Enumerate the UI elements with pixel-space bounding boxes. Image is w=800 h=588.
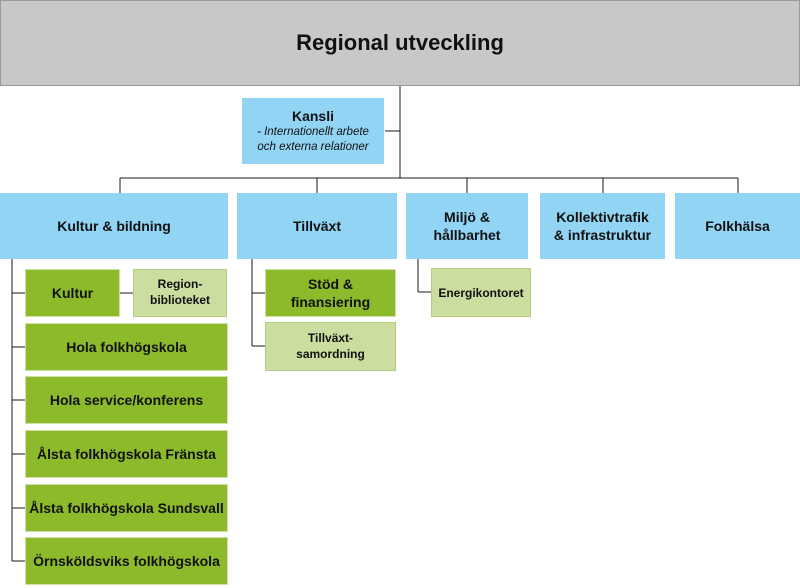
kansli-subtitle: - Internationellt arbete och externa rel…: [257, 126, 369, 153]
kansli-title: Kansli: [291, 107, 334, 124]
dept-kultur-bildning: Kultur & bildning: [0, 193, 228, 259]
unit-tillvaxtsamordning: Tillväxt- samordning: [265, 322, 396, 371]
kansli-node: Kansli - Internationellt arbete och exte…: [242, 98, 384, 164]
unit-regionbiblioteket: Region- biblioteket: [133, 269, 227, 317]
top-node: Regional utveckling: [0, 0, 800, 86]
dept-folkhalsa: Folkhälsa: [675, 193, 800, 259]
unit-energikontoret: Energikontoret: [431, 268, 531, 317]
dept-miljo-hallbarhet: Miljö & hållbarhet: [406, 193, 528, 259]
unit-hola-folkhogskola: Hola folkhögskola: [25, 323, 228, 371]
unit-hola-service: Hola service/konferens: [25, 376, 228, 424]
unit-alsta-franska: Ålsta folkhögskola Fränsta: [25, 430, 228, 478]
dept-kollektivtrafik: Kollektivtrafik & infrastruktur: [540, 193, 665, 259]
unit-ornskoldsvik: Örnsköldsviks folkhögskola: [25, 537, 228, 585]
unit-alsta-sundsvall: Ålsta folkhögskola Sundsvall: [25, 484, 228, 532]
unit-kultur: Kultur: [25, 269, 120, 317]
dept-tillvaxt: Tillväxt: [237, 193, 397, 259]
unit-stod-finansiering: Stöd & finansiering: [265, 269, 396, 317]
